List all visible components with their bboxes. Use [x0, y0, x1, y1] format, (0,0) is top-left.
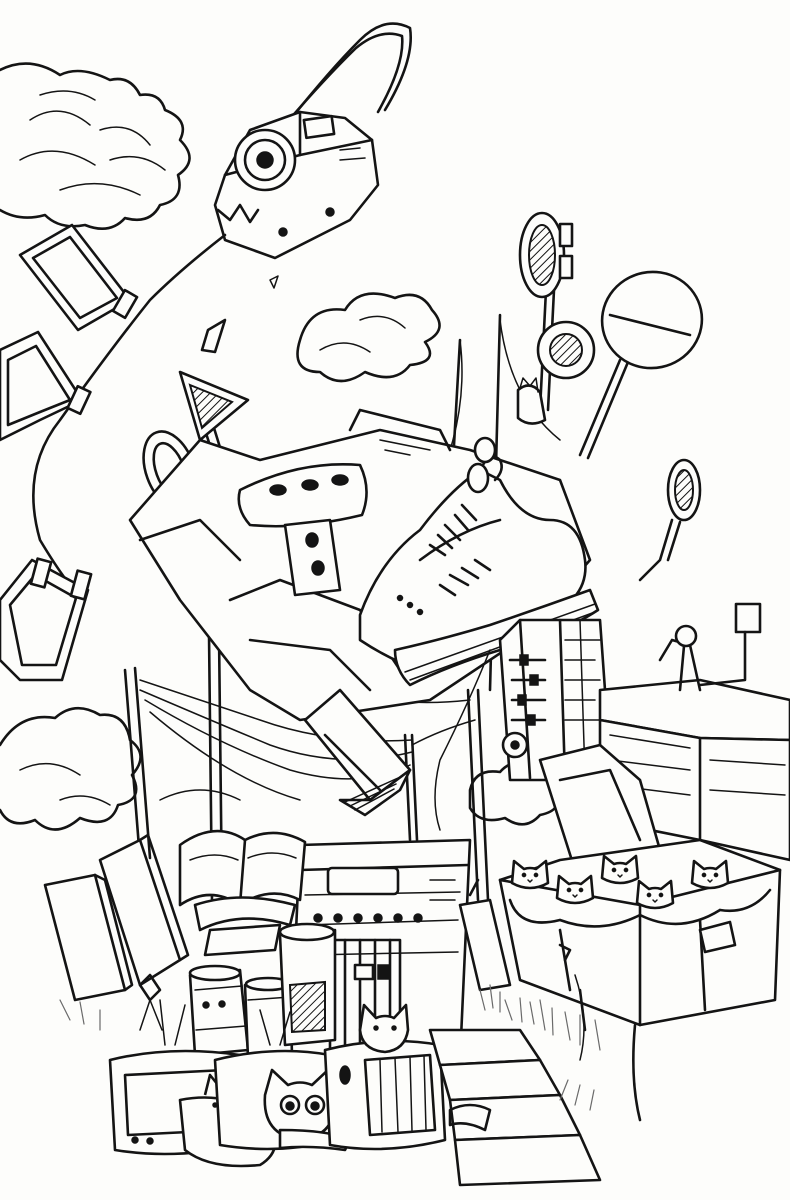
cloud-left: [0, 708, 141, 829]
standing-book: [100, 835, 188, 985]
flying-book: [305, 690, 410, 815]
photo-1: [20, 225, 137, 330]
cat-carrier-right: [325, 1041, 445, 1149]
cat-on-carrier: [360, 1005, 408, 1052]
round-mirror-sign-tall: [520, 213, 572, 410]
stairs: [430, 1030, 600, 1185]
photo-2: [0, 332, 90, 440]
camera: [215, 24, 411, 258]
round-mirror-sign-right: [640, 460, 700, 580]
clothesline: [33, 235, 225, 600]
leaning-book: [45, 875, 132, 1000]
falling-chips: [202, 276, 278, 352]
grass: [60, 985, 600, 1110]
radio-console: [500, 620, 610, 780]
cloud-middle: [298, 294, 440, 381]
binocular-box: [239, 464, 367, 595]
cloud-top-left: [0, 64, 190, 229]
no-entry-sign: [580, 263, 711, 458]
hanging-strings: [160, 650, 584, 1060]
photo-3: [0, 559, 91, 680]
triangle-sign: [180, 372, 248, 540]
climbing-cat: [518, 378, 545, 424]
peeking-cat-small: [468, 438, 495, 492]
suitcase-cats: [510, 854, 770, 926]
open-books: [180, 831, 305, 955]
round-mirror-sign-small: [538, 322, 594, 378]
ribbon-tag: [140, 880, 510, 1030]
tin-cans: [190, 924, 335, 1058]
